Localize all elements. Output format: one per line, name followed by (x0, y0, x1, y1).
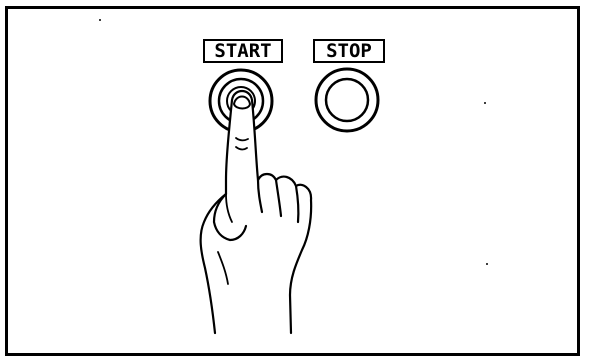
stop-button[interactable] (316, 69, 378, 131)
stop-label: STOP (313, 39, 385, 63)
start-label: START (203, 39, 283, 63)
